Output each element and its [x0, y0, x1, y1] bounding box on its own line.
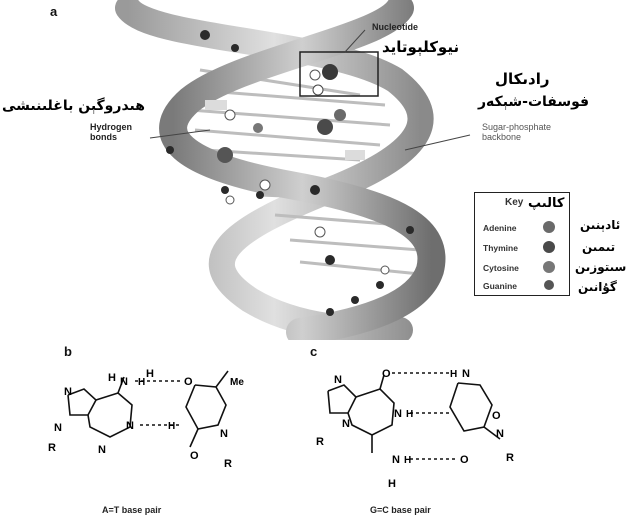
gc-atom-R-left: R	[316, 436, 324, 448]
gc-atom-O-top: O	[382, 368, 391, 380]
key-row-cytosine: Cytosine	[483, 263, 519, 273]
at-atom-H2: H	[146, 368, 154, 380]
gc-atom-O-bot: O	[460, 454, 469, 466]
gc-atom-N-left: N	[342, 418, 350, 430]
adenine-swatch	[543, 221, 555, 233]
key-row-guanine: Guanine	[483, 281, 517, 291]
at-atom-N-ring: N	[64, 386, 72, 398]
at-atom-O-bot: O	[190, 450, 199, 462]
label-backbone-ug-line2: فوسفات-شېكەر	[478, 94, 589, 110]
at-atom-N-right: N	[220, 428, 228, 440]
label-backbone-en: Sugar-phosphate backbone	[482, 122, 557, 142]
gc-atom-H-bot: H	[404, 455, 411, 466]
at-atom-N-lowleft: N	[98, 444, 106, 456]
gc-atom-O-right: O	[492, 410, 501, 422]
key-ug-adenine: ئادېنىن	[580, 218, 620, 232]
gc-atom-N-top: N	[462, 368, 470, 380]
gc-base-pair-structure: O H N N N H N R O N R N H O H	[300, 355, 540, 505]
at-atom-H1: H	[108, 372, 116, 384]
label-nucleotide-en: Nucleotide	[372, 22, 418, 32]
at-atom-R-right: R	[224, 458, 232, 470]
guanine-swatch	[544, 280, 554, 290]
at-atom-O-top: O	[184, 376, 193, 388]
at-atom-N-mid: N	[126, 420, 134, 432]
key-ug-thymine: تىمىن	[582, 240, 615, 254]
at-atom-N-left: N	[54, 422, 62, 434]
thymine-swatch	[543, 241, 555, 253]
gc-atom-N-ring: N	[334, 374, 342, 386]
gc-atom-H-under: H	[388, 478, 396, 490]
key-row-adenine: Adenine	[483, 223, 517, 233]
gc-atom-H-top: H	[450, 369, 457, 380]
at-base-pair-structure: H H N H O Me N N R N H N O N R	[40, 355, 280, 505]
key-row-thymine: Thymine	[483, 243, 518, 253]
label-nucleotide-ug: نيوكلېوتايد	[382, 38, 459, 56]
gc-base-pair-caption: G=C base pair	[370, 505, 431, 515]
at-atom-H-top: H	[138, 377, 145, 388]
gc-atom-H-mid: H	[406, 409, 413, 420]
at-atom-N-top: N	[120, 376, 128, 388]
at-atom-H-mid: H	[168, 421, 175, 432]
at-atom-Me: Me	[230, 377, 244, 388]
at-base-pair-caption: A=T base pair	[102, 505, 161, 515]
gc-atom-N-mid: N	[394, 408, 402, 420]
label-hydrogen-bonds-en: Hydrogen bonds	[90, 122, 150, 142]
key-swatches	[537, 219, 561, 295]
cytosine-swatch	[543, 261, 555, 273]
key-title-en: Key	[505, 197, 523, 208]
label-backbone-ug-line1: رادىكال	[495, 70, 549, 88]
at-atom-R-left: R	[48, 442, 56, 454]
gc-atom-N-bot: N	[392, 454, 400, 466]
key-title-ug: كالىپ	[528, 196, 564, 211]
key-ug-cytosine: سىتوزىن	[575, 260, 626, 274]
label-hydrogen-bonds-ug: ھىدروگېن باغلىنىشى	[2, 98, 145, 114]
key-ug-guanine: گۇانىن	[578, 280, 617, 294]
gc-atom-N-right: N	[496, 428, 504, 440]
gc-atom-R-right: R	[506, 452, 514, 464]
